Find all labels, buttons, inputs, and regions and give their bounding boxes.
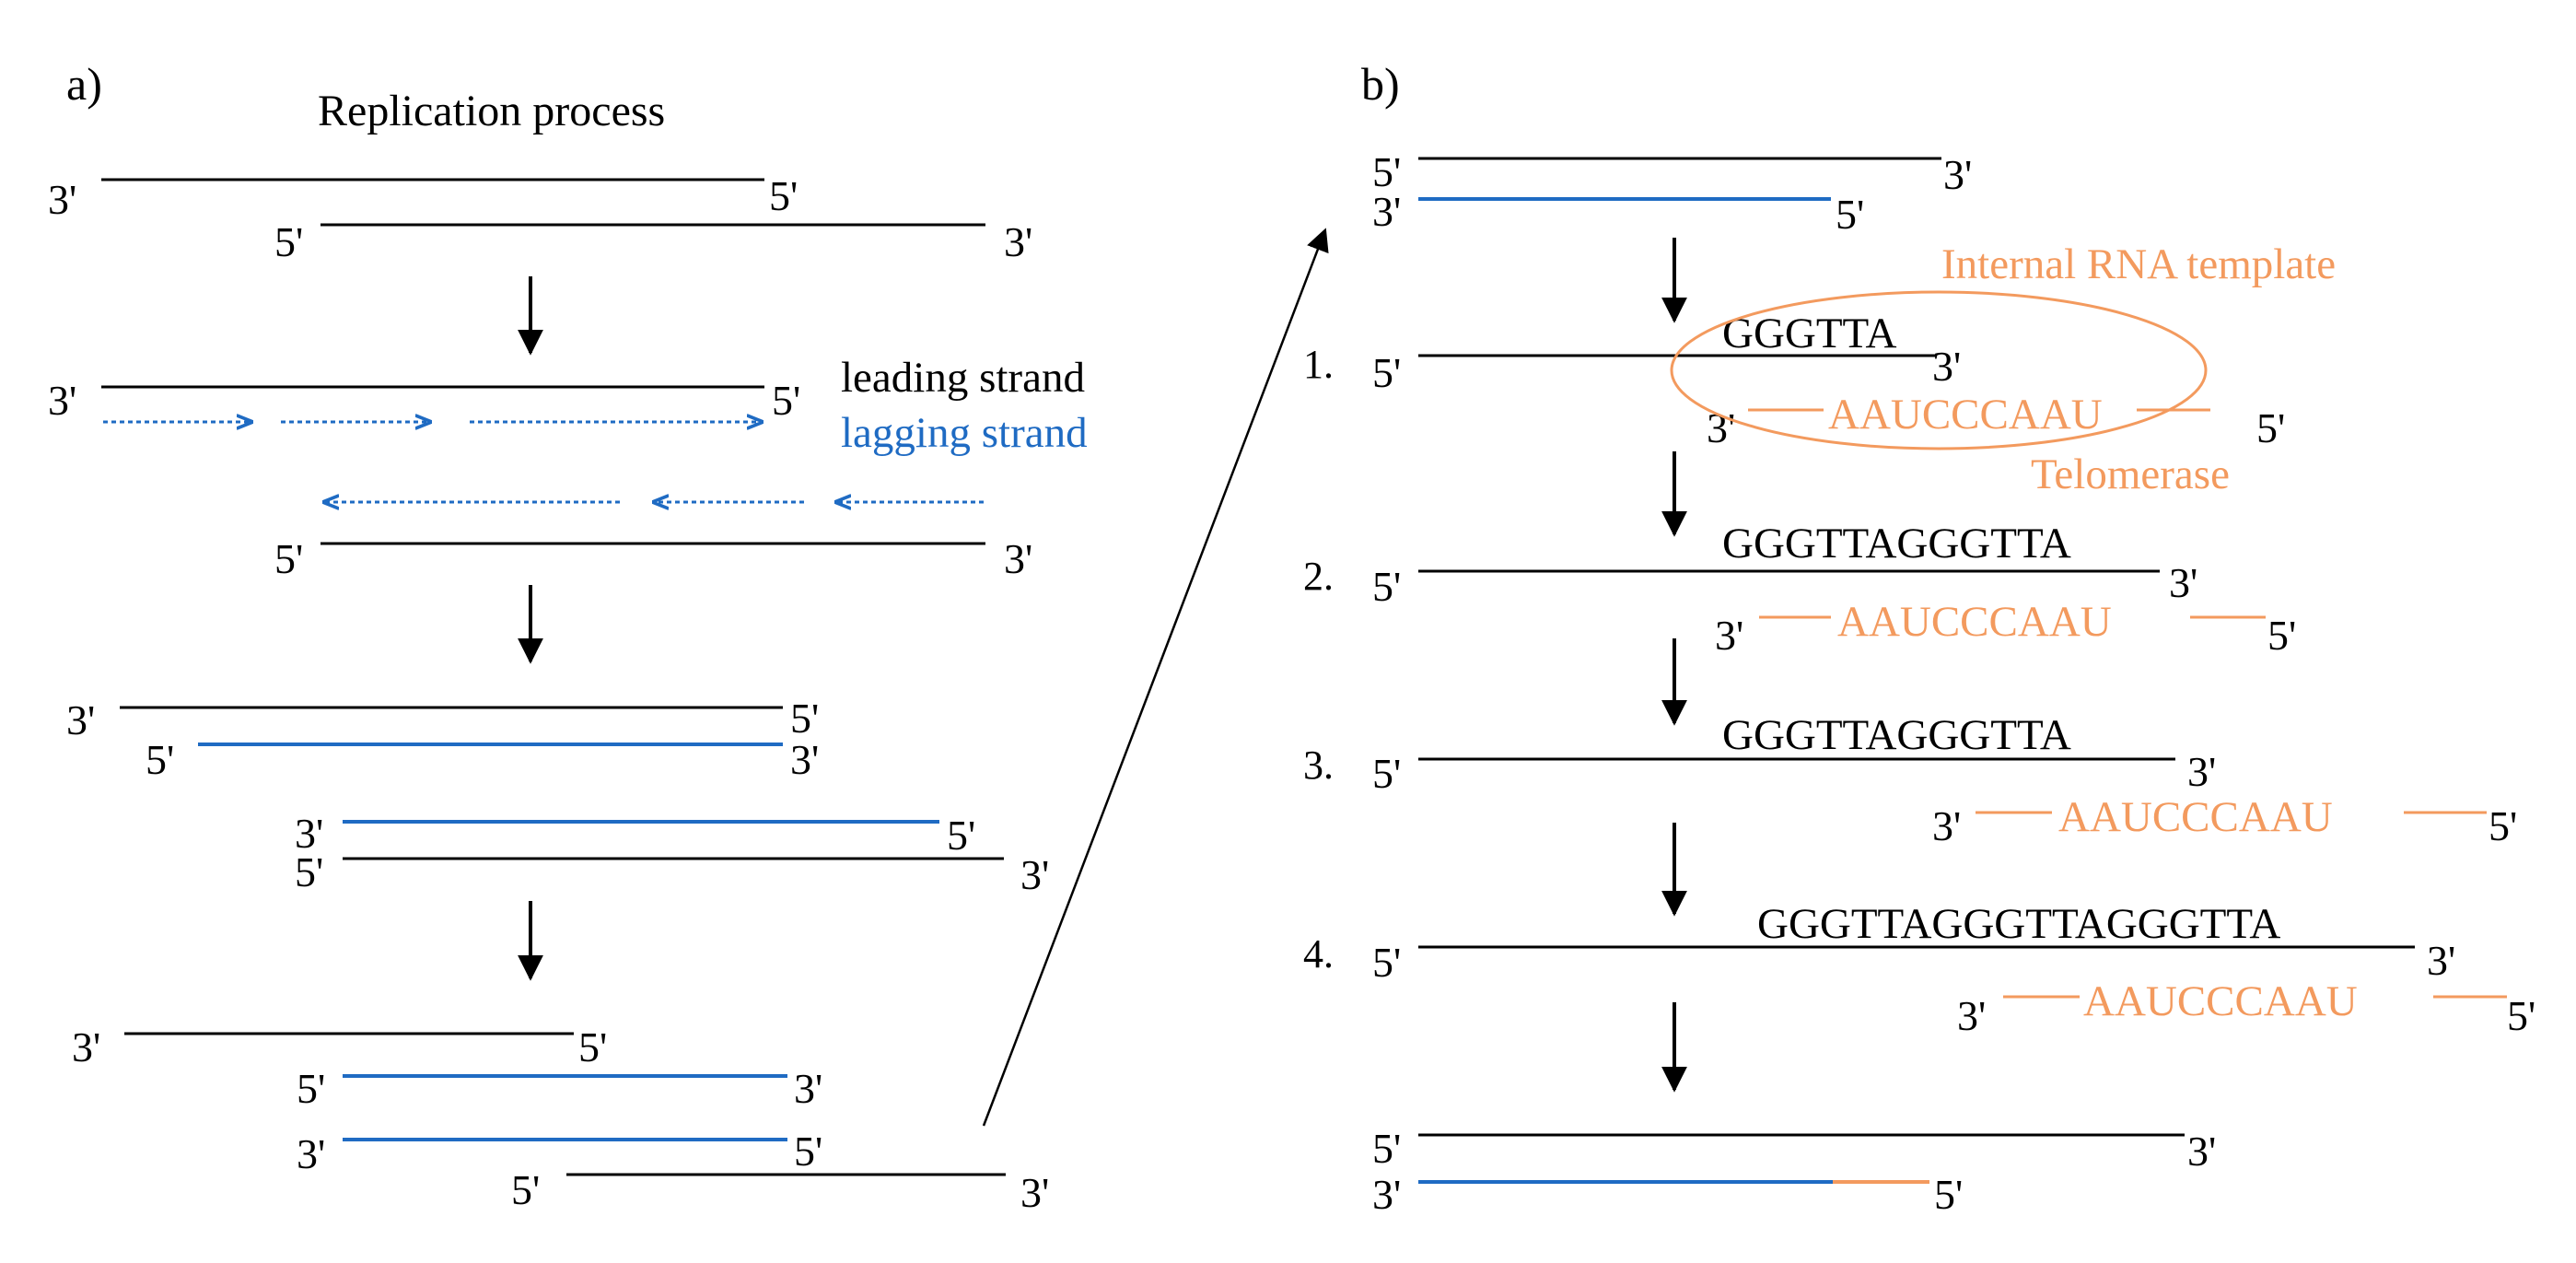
end-5-label: 5' (1372, 148, 1401, 195)
end-3-label: 3' (2187, 748, 2216, 795)
panel-a-label: a) (66, 58, 102, 110)
end-5-label: 5' (274, 218, 303, 265)
end-3-label: 3' (295, 810, 323, 857)
end-3-label: 3' (1715, 612, 1743, 659)
end-5-label: 5' (790, 695, 819, 742)
end-5-label: 5' (2489, 802, 2517, 849)
step-4: 4. 5' GGGTTAGGGTTAGGGTTA 3' 3' AAUCCCAAU… (1303, 900, 2535, 1039)
stage-2-replication: 3' 5' 5' 3' leading strand lagging stran… (48, 354, 1088, 582)
end-3-label: 3' (1020, 1169, 1049, 1216)
end-3-label: 3' (48, 176, 76, 223)
end-3-label: 3' (297, 1130, 325, 1177)
panel-a-title: Replication process (318, 87, 665, 135)
end-5-label: 5' (1934, 1171, 1963, 1218)
stage-3-daughter-duplexes: 3' 5' 5' 3' 3' 5' 5' 3' (66, 695, 1049, 898)
end-3-label: 3' (2169, 559, 2197, 606)
end-3-label: 3' (48, 377, 76, 424)
end-5-label: 5' (297, 1065, 325, 1112)
end-3-label: 3' (1020, 851, 1049, 898)
end-5-label: 5' (1372, 563, 1401, 610)
end-5-label: 5' (769, 172, 798, 219)
end-5-label: 5' (2267, 612, 2296, 659)
telomere-repeat-seq: GGGTTAGGGTTAGGGTTA (1757, 900, 2280, 948)
end-5-label: 5' (772, 377, 800, 424)
telomerase-label: Telomerase (2031, 450, 2230, 498)
end-3-label: 3' (1372, 1171, 1401, 1218)
rna-template-seq: AAUCCCAAU (1828, 391, 2103, 439)
end-5-label: 5' (146, 736, 174, 783)
end-5-label: 5' (511, 1166, 540, 1213)
end-5-label: 5' (2256, 404, 2285, 451)
stage-4-shortened-products: 3' 5' 5' 3' 3' 5' 5' 3' (72, 1023, 1049, 1216)
rna-template-seq: AAUCCCAAU (1837, 598, 2112, 646)
end-5-label: 5' (794, 1128, 822, 1175)
end-3-label: 3' (794, 1065, 822, 1112)
lagging-strand-label: lagging strand (841, 409, 1088, 457)
leading-strand-label: leading strand (841, 354, 1085, 402)
telomere-repeat-seq: GGGTTAGGGTTA (1722, 520, 2071, 567)
step-number: 3. (1303, 743, 1334, 788)
step-3: 3. 5' GGGTTAGGGTTA 3' 3' AAUCCCAAU 5' (1303, 711, 2517, 849)
step-2: 2. 5' GGGTTAGGGTTA 3' 3' AAUCCCAAU 5' (1303, 520, 2296, 659)
step-number: 1. (1303, 342, 1334, 387)
telomerase-enzyme-outline (1670, 290, 2208, 450)
panel-b-final-duplex: 5' 3' 3' 5' (1372, 1125, 2216, 1218)
end-3-label: 3' (2427, 937, 2455, 984)
end-5-label: 5' (1372, 750, 1401, 797)
end-3-label: 3' (1004, 535, 1032, 582)
rna-template-seq: AAUCCCAAU (2058, 793, 2333, 841)
end-3-label: 3' (66, 696, 95, 743)
step-number: 4. (1303, 931, 1334, 976)
end-5-label: 5' (274, 535, 303, 582)
panel-b-start-duplex: 5' 3' 3' 5' (1372, 148, 1972, 238)
end-5-label: 5' (1836, 191, 1864, 238)
end-3-label: 3' (2187, 1128, 2216, 1175)
end-3-label: 3' (1004, 218, 1032, 265)
end-3-label: 3' (790, 736, 819, 783)
end-3-label: 3' (1932, 802, 1961, 849)
end-5-label: 5' (1372, 939, 1401, 986)
end-5-label: 5' (1372, 1125, 1401, 1172)
end-3-label: 3' (72, 1023, 100, 1070)
step-number: 2. (1303, 554, 1334, 599)
step-1: 1. 5' GGGTTA 3' 3' AAUCCCAAU 5' Internal… (1303, 240, 2336, 498)
telomere-repeat-seq: GGGTTAGGGTTA (1722, 711, 2071, 759)
end-3-label: 3' (1932, 343, 1961, 390)
end-3-label: 3' (1372, 188, 1401, 235)
panel-b-label: b) (1361, 58, 1400, 110)
end-5-label: 5' (1372, 349, 1401, 396)
internal-rna-template-label: Internal RNA template (1941, 240, 2336, 288)
stage-1-parental-duplex: 3' 5' 5' 3' (48, 172, 1032, 265)
connector-arrow (982, 228, 1329, 1127)
end-5-label: 5' (578, 1023, 607, 1070)
end-5-label: 5' (295, 848, 323, 895)
end-3-label: 3' (1957, 992, 1986, 1039)
rna-template-seq: AAUCCCAAU (2083, 977, 2358, 1025)
telomere-repeat-seq: GGGTTA (1722, 310, 1896, 357)
end-5-label: 5' (947, 812, 975, 859)
end-5-label: 5' (2507, 992, 2535, 1039)
end-3-label: 3' (1943, 151, 1972, 198)
